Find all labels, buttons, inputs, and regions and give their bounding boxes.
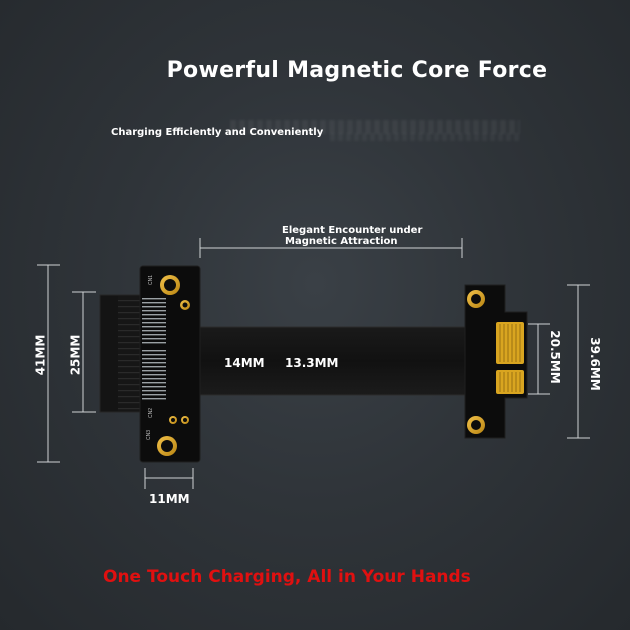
callout-text: Elegant Encounter under Magnetic Attract… bbox=[282, 225, 422, 247]
dim-left-height: 41MM bbox=[33, 334, 48, 376]
label-cn3: CN3 bbox=[146, 430, 152, 440]
tagline: One Touch Charging, All in Your Hands bbox=[103, 567, 471, 587]
gold-finger-upper bbox=[496, 322, 524, 364]
page-title: Powerful Magnetic Core Force bbox=[166, 58, 548, 83]
callout-line-2: Magnetic Attraction bbox=[285, 236, 398, 247]
gold-finger-lower bbox=[496, 370, 524, 394]
callout-line-1: Elegant Encounter under bbox=[282, 225, 423, 236]
left-board-pins bbox=[142, 298, 166, 400]
slot-ribs bbox=[118, 296, 140, 411]
dim-connector-height: 20.5MM bbox=[547, 330, 562, 384]
page-subtitle: Charging Efficiently and Conveniently bbox=[111, 127, 324, 138]
gold-finger-lines bbox=[499, 324, 521, 392]
label-cn2: CN2 bbox=[148, 408, 154, 418]
dim-right-height: 39.6MM bbox=[587, 337, 602, 391]
dim-cable-width-b: 13.3MM bbox=[285, 356, 339, 370]
dim-cable-width-a: 14MM bbox=[224, 356, 265, 370]
faded-text-decoration-2 bbox=[330, 133, 520, 141]
faded-text-decoration bbox=[230, 120, 520, 134]
label-cn1: CN1 bbox=[148, 275, 154, 285]
dimension-lines bbox=[37, 238, 590, 489]
dim-slot-height: 25MM bbox=[68, 334, 83, 376]
dim-bottom-width: 11MM bbox=[149, 492, 190, 506]
ribbon-cable bbox=[196, 327, 472, 395]
